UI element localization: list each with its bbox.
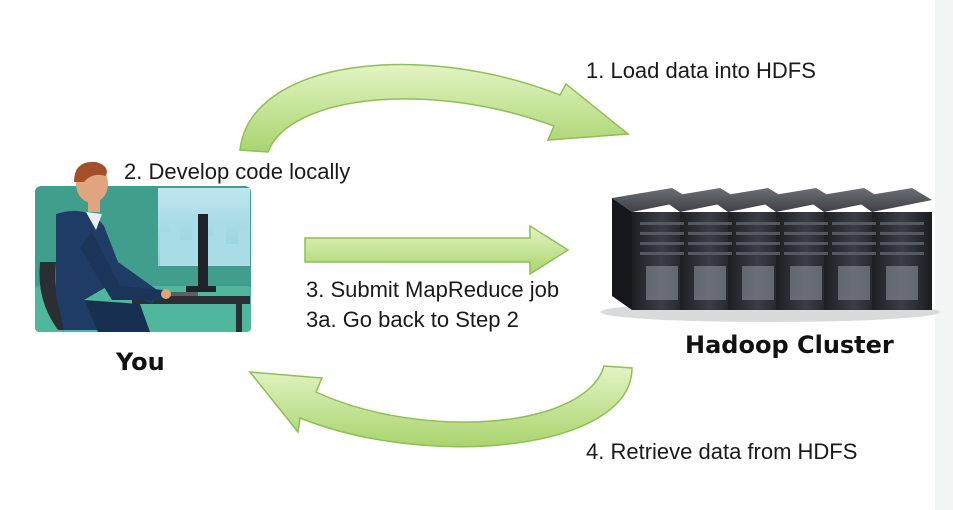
step-load-label: 1. Load data into HDFS (586, 58, 816, 83)
server-rack-icon (600, 188, 940, 322)
step-retrieve-label: 4. Retrieve data from HDFS (586, 439, 858, 464)
load-data-arrow (239, 63, 630, 153)
step-submit-label: 3. Submit MapReduce job (306, 277, 560, 302)
step-develop-label: 2. Develop code locally (124, 159, 351, 184)
slide-edge (935, 0, 953, 510)
cluster-caption: Hadoop Cluster (685, 331, 894, 359)
retrieve-data-arrow (248, 365, 633, 448)
submit-job-arrow (304, 224, 570, 276)
step-go-back-label: 3a. Go back to Step 2 (306, 307, 519, 332)
you-caption: You (116, 348, 165, 376)
developer-illustration (35, 161, 251, 332)
